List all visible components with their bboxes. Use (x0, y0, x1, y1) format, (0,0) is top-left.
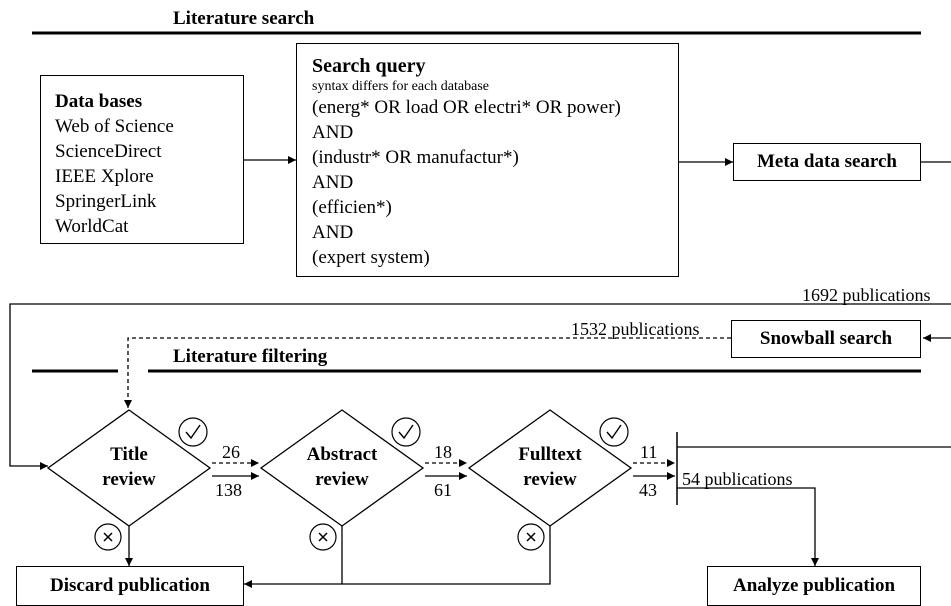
literature-filtering-title: Literature filtering (173, 346, 328, 367)
x-circle-icon (309, 523, 337, 551)
title-review-line: review (102, 469, 156, 490)
search-query-title: Search query (312, 55, 426, 77)
check-circle-icon (178, 417, 208, 447)
snowball-publications-count: 1532 publications (571, 319, 700, 339)
database-item: Web of Science (55, 116, 174, 137)
search-query-subtitle: syntax differs for each database (312, 79, 489, 94)
discard-publication-label: Discard publication (50, 575, 210, 596)
discard-publication-box: Discard publication (16, 566, 244, 606)
meta-data-search-label: Meta data search (756, 151, 897, 172)
analyze-publication-label: Analyze publication (732, 575, 896, 596)
query-line: (energ* OR load OR electri* OR power) (312, 97, 621, 118)
fulltext-snowball-count: 11 (640, 442, 658, 462)
check-circle-icon (391, 417, 421, 447)
title-snowball-count: 26 (222, 442, 240, 462)
search-query-box: Search query syntax differs for each dat… (296, 43, 679, 277)
x-circle-icon (517, 523, 545, 551)
query-line: AND (312, 122, 354, 143)
snowball-search-box: Snowball search (731, 320, 921, 358)
meta-publications-count: 1692 publications (802, 285, 931, 305)
line-fulltext-reject (342, 526, 551, 585)
abstract-meta-count: 61 (434, 480, 452, 500)
title-review-line: Title (110, 444, 148, 465)
query-line: (efficien*) (312, 197, 392, 218)
query-line: AND (312, 172, 354, 193)
fulltext-review-line: Fulltext (518, 444, 582, 465)
database-item: IEEE Xplore (55, 166, 154, 187)
abstract-review-line: Abstract (306, 444, 378, 465)
line-meta-to-title-review (9, 303, 951, 470)
literature-search-title: Literature search (173, 8, 315, 29)
fulltext-review-line: review (523, 469, 577, 490)
title-meta-count: 138 (215, 480, 242, 500)
meta-data-search-box: Meta data search (733, 143, 921, 181)
arrow-to-analyze (677, 487, 819, 566)
final-publications-count: 54 publications (682, 469, 793, 489)
database-item: SpringerLink (55, 191, 157, 212)
title-review-label: Title review (89, 442, 169, 492)
database-item: ScienceDirect (55, 141, 162, 162)
database-item: WorldCat (55, 216, 129, 237)
query-line: (expert system) (312, 247, 430, 268)
databases-title: Data bases (55, 91, 143, 112)
abstract-snowball-count: 18 (434, 442, 452, 462)
x-circle-icon (94, 523, 122, 551)
query-line: (industr* OR manufactur*) (312, 147, 519, 168)
abstract-review-line: review (315, 469, 369, 490)
check-circle-icon (599, 417, 629, 447)
databases-box: Data bases Web of Science ScienceDirect … (40, 75, 244, 244)
fulltext-review-label: Fulltext review (505, 442, 595, 492)
analyze-publication-box: Analyze publication (707, 566, 921, 606)
abstract-review-label: Abstract review (297, 442, 387, 492)
line-snowball-to-title-review (124, 337, 731, 408)
fulltext-meta-count: 43 (639, 480, 657, 500)
query-line: AND (312, 222, 354, 243)
snowball-search-label: Snowball search (759, 328, 893, 349)
